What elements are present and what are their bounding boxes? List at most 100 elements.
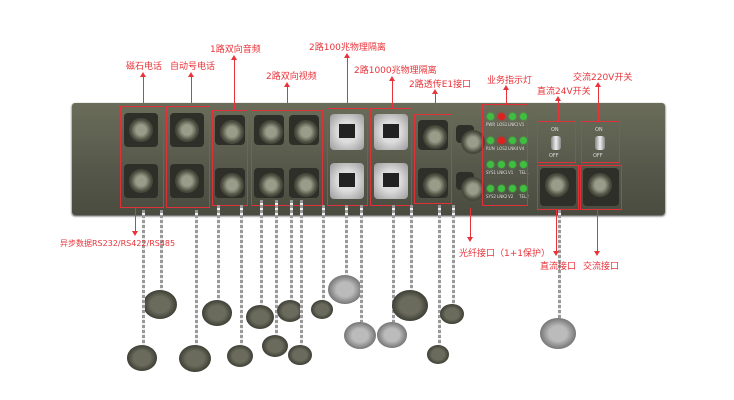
arrow-video <box>284 82 290 110</box>
indicator-led-label: LOS2 <box>497 146 508 151</box>
dc-switch-on-label: ON <box>551 127 559 133</box>
dust-cap <box>288 345 312 366</box>
cap-chain <box>195 210 198 345</box>
auto-phone-connector-1 <box>170 113 204 147</box>
indicator-led <box>509 137 516 144</box>
ac-switch-off-label: OFF <box>593 153 603 159</box>
label-video: 2路双向视频 <box>266 72 317 82</box>
indicator-led-label: LNK4 <box>508 146 519 151</box>
indicator-led-label: LNK1 <box>508 122 519 127</box>
indicator-led <box>498 185 505 192</box>
serial-data-connector <box>124 164 158 198</box>
indicator-led <box>487 137 494 144</box>
arrow-magneto-phone <box>140 72 146 106</box>
cap-chain <box>290 200 293 300</box>
box-magneto-phone <box>120 106 164 208</box>
box-dc-switch <box>537 121 576 163</box>
indicator-led <box>487 113 494 120</box>
indicator-led <box>487 185 494 192</box>
arrow-dc-switch <box>555 96 561 121</box>
cap-chain <box>558 210 561 318</box>
box-video <box>251 110 323 206</box>
cap-chain <box>240 205 243 345</box>
indicator-led <box>509 161 516 168</box>
indicator-led <box>520 137 527 144</box>
arrow-ac-switch <box>595 82 601 121</box>
indicator-led-label: V4 <box>519 146 525 151</box>
fiber-port-2 <box>456 172 485 201</box>
cap-chain <box>160 210 163 290</box>
arrow-eth100 <box>344 53 350 108</box>
indicator-led-label: LNK2 <box>497 194 508 199</box>
e1-connector-1 <box>418 120 448 150</box>
box-ac-port <box>580 165 622 210</box>
indicator-led <box>509 113 516 120</box>
arrow-e1 <box>432 89 438 114</box>
arrow-dc-port <box>553 210 559 256</box>
indicator-led-label: V1 <box>519 122 525 127</box>
label-dc-switch: 直流24V开关 <box>537 87 591 97</box>
ac-power-connector <box>583 168 619 206</box>
ac-toggle-switch[interactable] <box>595 136 605 150</box>
cap-chain <box>275 200 278 335</box>
cap-chain <box>300 200 303 345</box>
cap-chain <box>260 200 263 305</box>
cap-chain <box>217 205 220 300</box>
dust-cap <box>202 300 232 326</box>
indicator-led <box>520 113 527 120</box>
video-connector-4 <box>289 168 319 198</box>
indicator-led-label: TEL2 <box>519 194 529 199</box>
cap-chain <box>392 205 395 322</box>
dc-power-connector <box>540 168 576 206</box>
arrow-ac-port <box>594 210 600 256</box>
indicator-led <box>520 185 527 192</box>
arrow-audio <box>231 55 237 110</box>
dust-cap <box>440 304 464 325</box>
arrow-auto-phone <box>188 72 194 106</box>
label-eth1000: 2路1000兆物理隔离 <box>354 66 437 76</box>
magneto-phone-connector <box>124 113 158 147</box>
label-magneto-phone: 磁石电话 <box>126 62 163 72</box>
video-connector-2 <box>289 115 319 145</box>
eth100-port-2 <box>330 163 364 199</box>
cap-chain <box>410 205 413 290</box>
box-e1 <box>414 114 452 204</box>
cap-chain <box>142 210 145 345</box>
dust-cap <box>179 345 211 373</box>
cap-chain <box>452 205 455 304</box>
label-serial: 异步数据RS232/RS422/RS485 <box>60 239 176 248</box>
indicator-led-label: PWR <box>486 122 496 127</box>
fiber-port-1 <box>456 125 485 154</box>
indicator-led <box>498 113 505 120</box>
indicator-led-label: SYS1 <box>486 170 497 175</box>
box-ac-switch <box>581 121 620 163</box>
eth100-port-1 <box>330 114 364 150</box>
cap-chain <box>322 205 325 300</box>
indicator-led-label: RUN <box>486 146 495 151</box>
eth1000-port-2 <box>374 163 408 199</box>
arrow-indicators <box>503 85 509 104</box>
indicator-led <box>487 161 494 168</box>
dust-cap <box>311 300 333 319</box>
label-auto-phone: 自动号电话 <box>170 62 216 72</box>
dust-cap <box>328 275 362 304</box>
label-eth100: 2路100兆物理隔离 <box>309 43 386 53</box>
dust-cap <box>262 335 288 358</box>
indicator-led <box>509 185 516 192</box>
dust-cap <box>143 290 177 319</box>
dust-cap <box>277 300 303 323</box>
indicator-led <box>520 161 527 168</box>
box-auto-phone <box>166 106 210 208</box>
video-connector-3 <box>254 168 284 198</box>
indicator-led-label: V1 <box>508 170 514 175</box>
label-ac-port: 交流接口 <box>583 262 620 272</box>
dc-toggle-switch[interactable] <box>551 136 561 150</box>
box-indicators <box>482 104 528 206</box>
label-ac-switch: 交流220V开关 <box>573 73 633 83</box>
indicator-led-label: SYS2 <box>486 194 497 199</box>
box-eth100 <box>327 108 368 206</box>
cap-chain <box>438 205 441 345</box>
ac-switch-on-label: ON <box>595 127 603 133</box>
arrow-eth1000 <box>389 76 395 108</box>
